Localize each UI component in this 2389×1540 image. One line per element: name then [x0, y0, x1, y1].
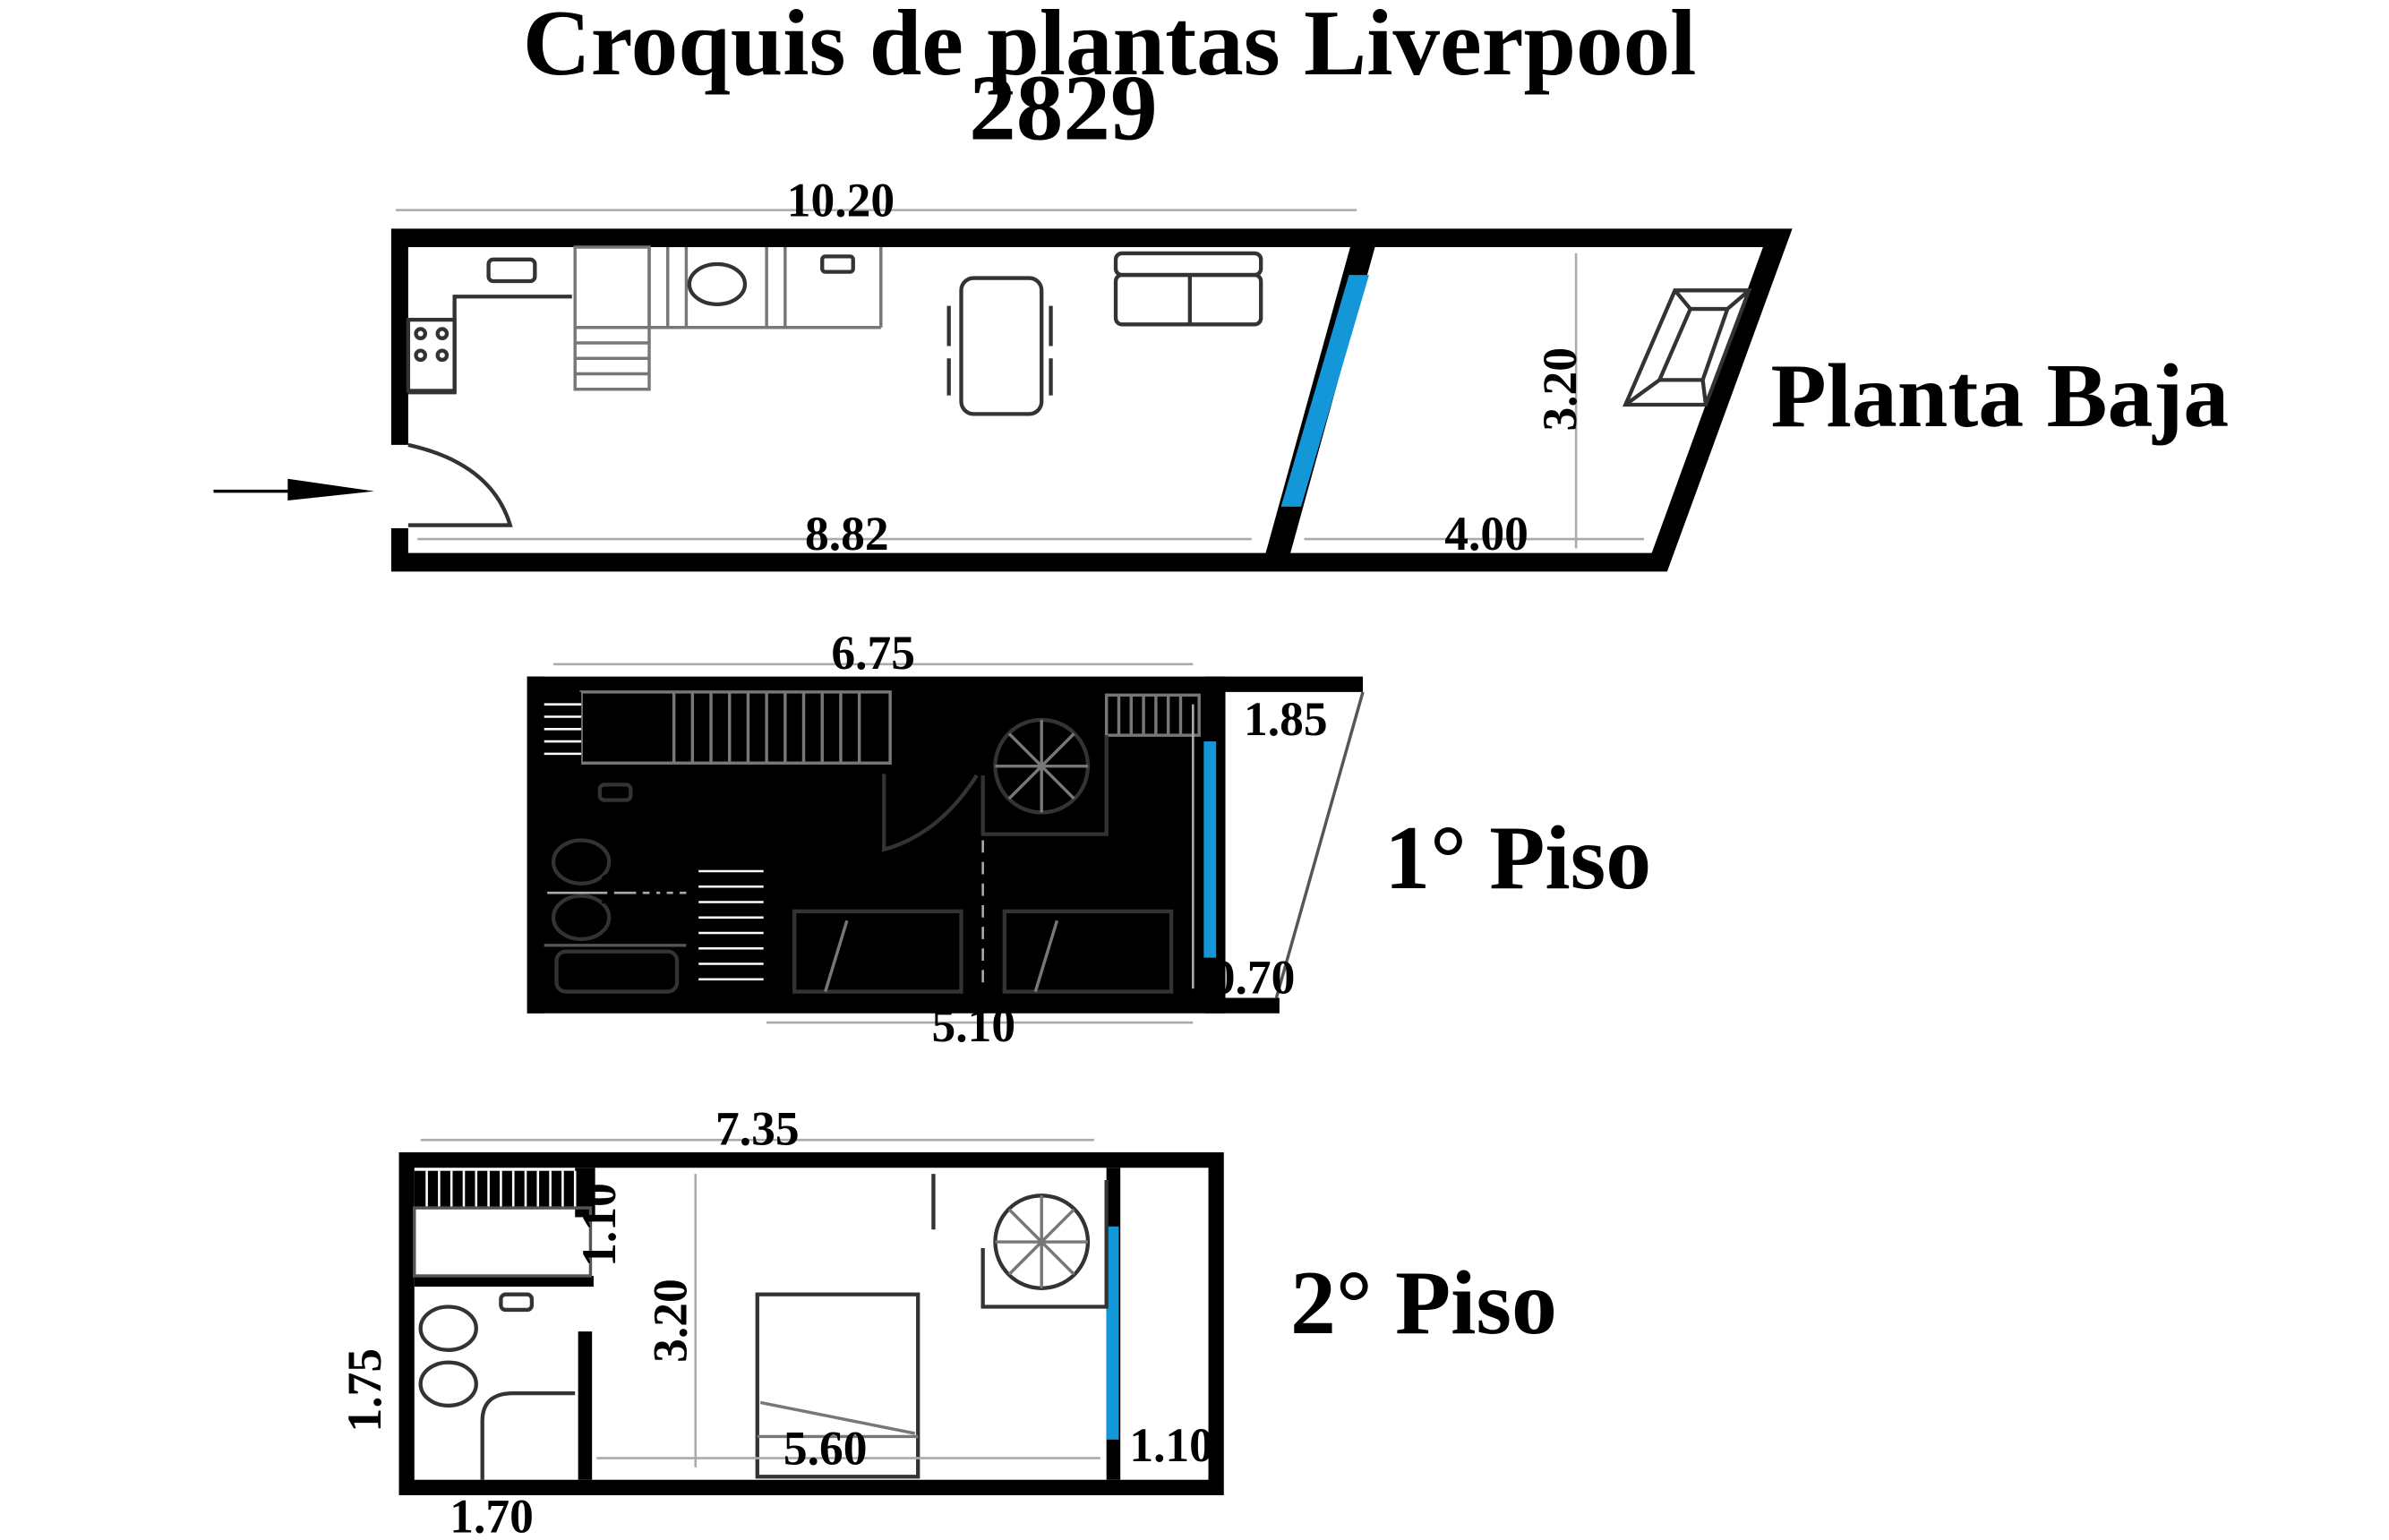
dim-2f-width: 7.35: [715, 1101, 800, 1155]
dining-table: [959, 276, 1044, 416]
second-floor-bed: [755, 1292, 920, 1479]
stove-icon: [406, 317, 457, 393]
first-floor-left-shelf: [544, 691, 582, 770]
ground-floor-plan: 10.20 8.82 4.00 3.20 Planta Baja: [213, 174, 2229, 572]
first-floor-window: [1203, 741, 1217, 958]
dim-2f-bath-width: 1.70: [450, 1489, 534, 1540]
second-floor-radiator: [414, 1170, 594, 1209]
dim-1f-balcony: 1.85: [1244, 692, 1328, 746]
dim-1f-bedroom-width: 5.10: [932, 998, 1016, 1052]
second-floor-bidet: [418, 1360, 478, 1408]
first-floor-bed-1: [792, 909, 963, 994]
kitchen-sink: [486, 257, 537, 284]
plan-title: Croquis de plantas Liverpool: [523, 0, 1697, 95]
dim-1f-spiral: 1.65: [999, 826, 1083, 880]
ground-floor-window: [1280, 275, 1369, 507]
dim-1f-bath-width: 1.60: [598, 860, 682, 914]
first-floor-toilet: [551, 838, 612, 886]
entrance-arrow-icon: [213, 478, 374, 500]
second-floor-toilet: [418, 1305, 478, 1352]
first-floor-bidet: [551, 894, 612, 942]
second-floor-basin: [499, 1292, 535, 1313]
dim-patio-depth: 3.20: [1533, 347, 1587, 432]
floor-label-second: 2° Piso: [1290, 1253, 1557, 1354]
bathtub: [554, 949, 680, 994]
dim-2f-bedroom-width: 5.60: [783, 1421, 868, 1475]
dim-total-width: 10.20: [787, 174, 895, 227]
kitchen-counter: [407, 295, 572, 395]
first-floor-door[interactable]: [882, 774, 979, 852]
first-floor-shelf-stack: [698, 855, 764, 998]
dim-2f-balcony: 1.10: [1129, 1418, 1213, 1472]
dim-1f-radiator: 1.03: [1105, 726, 1189, 780]
dim-1f-balcony-bottom: 0.70: [1212, 950, 1296, 1004]
plan-number: 2829: [969, 55, 1157, 159]
second-floor-plan: 7.35 1.10 3.20 1.75 5.60 1.10 1.70 2° Pi…: [338, 1101, 1557, 1540]
entrance-door[interactable]: [407, 442, 513, 527]
ground-floor-toilet: [687, 261, 748, 307]
floor-label-ground: Planta Baja: [1770, 346, 2229, 447]
ground-floor-stairs: [573, 245, 883, 391]
dim-2f-depth: 3.20: [643, 1279, 697, 1363]
spiral-stair-icon: [980, 1180, 1109, 1309]
sofa: [1113, 251, 1263, 327]
dim-1f-depth: 3.20: [1143, 799, 1197, 883]
first-floor-basin: [597, 783, 633, 802]
first-floor-bed-2: [1002, 909, 1174, 994]
first-floor-radiator: [1104, 693, 1201, 737]
dim-living-width: 8.82: [805, 507, 889, 560]
dim-patio-width: 4.00: [1444, 507, 1528, 560]
first-floor-balcony: [1274, 691, 1365, 998]
floor-label-first: 1° Piso: [1384, 808, 1651, 909]
dim-1f-width: 6.75: [831, 626, 915, 680]
second-floor-window: [1106, 1226, 1119, 1440]
dim-2f-bath-depth: 1.75: [338, 1348, 391, 1433]
spiral-stair-icon: [980, 717, 1109, 836]
dim-2f-closet: 1.10: [572, 1183, 626, 1267]
first-floor-plan: 6.75 1.85 1.03 2.40 1.65 3.20 1.60 0.70 …: [527, 626, 1651, 1052]
fireplace-icon: [1623, 288, 1752, 407]
second-floor-shower: [480, 1390, 576, 1480]
ground-floor-basin: [820, 254, 855, 274]
dim-1f-bath-depth: 2.40: [631, 786, 685, 870]
